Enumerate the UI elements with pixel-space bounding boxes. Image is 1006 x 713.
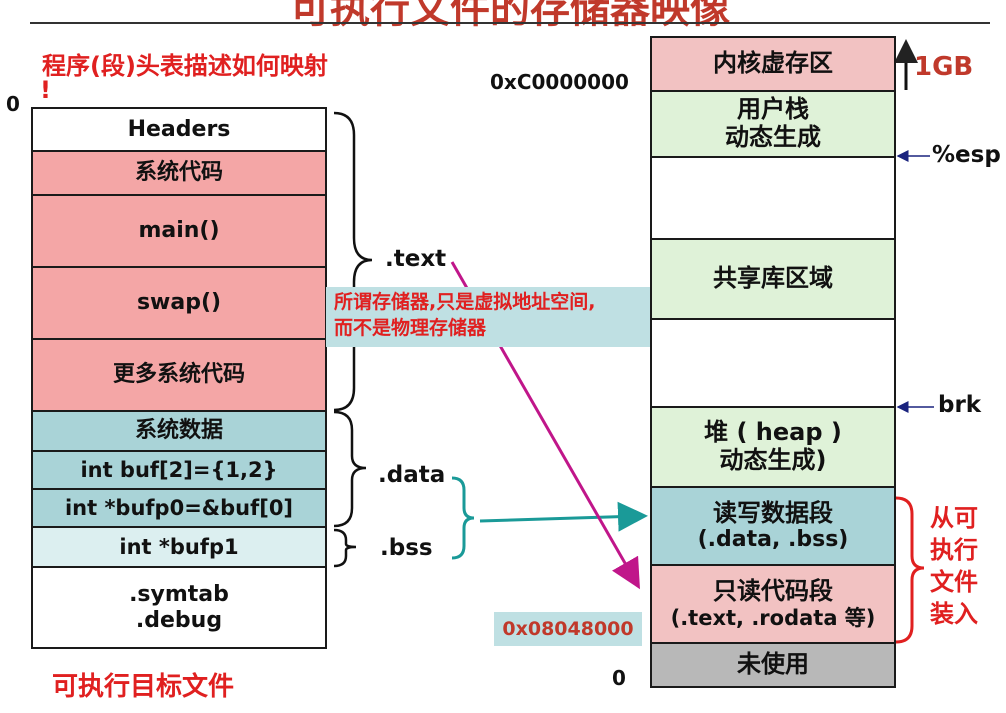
heap-gap: [650, 318, 896, 408]
heap-dynamic: 动态生成): [719, 446, 827, 474]
teal-brace: [451, 476, 475, 560]
text-label: .text: [385, 246, 447, 272]
exclaim-mark: !: [40, 76, 51, 104]
rw-segment-sections: (.data, .bss): [697, 527, 849, 553]
program-header-caption: 程序(段)头表描述如何映射: [42, 52, 328, 80]
zero-address-right: 0: [612, 666, 626, 690]
ro-segment-label: 只读代码段: [713, 577, 833, 606]
ro-code-segment: 只读代码段 (.text, .rodata 等): [650, 564, 896, 644]
esp-marker: %esp: [932, 142, 1001, 168]
executable-file-caption: 可执行目标文件: [52, 672, 235, 702]
heap-label: 堆 ( heap ): [704, 418, 842, 447]
data-label: .data: [378, 462, 446, 488]
ro-segment-sections: (.text, .rodata 等): [670, 605, 876, 630]
symtab-debug-section: .symtab .debug: [31, 566, 327, 649]
note-line-1: 所谓存储器,只是虚拟地址空间,: [334, 291, 596, 313]
bufp0-declaration-section: int *bufp0=&buf[0]: [31, 488, 327, 528]
main-function-section: main(): [31, 194, 327, 268]
system-data-section: 系统数据: [31, 410, 327, 452]
system-code-section: 系统代码: [31, 150, 327, 196]
teal-arrow: [479, 501, 648, 532]
user-stack-dynamic: 动态生成: [725, 123, 821, 151]
load-note-line-2: 执行: [930, 536, 978, 564]
zero-address-left: 0: [6, 92, 20, 116]
brk-marker: brk: [938, 392, 982, 418]
load-bracket: [895, 496, 925, 644]
title-divider: [30, 22, 990, 24]
note-line-2: 而不是物理存储器: [334, 317, 487, 339]
page-title: 可执行文件的存储器映像: [290, 0, 730, 32]
symtab-label: .symtab: [129, 582, 229, 608]
load-note-line-3: 文件: [930, 568, 978, 596]
load-from-executable-note: 从可 执行 文件 装入: [930, 502, 978, 630]
load-note-line-1: 从可: [930, 504, 978, 532]
more-system-code-section: 更多系统代码: [31, 338, 327, 412]
kernel-base-address: 0xC0000000: [490, 70, 629, 94]
headers-section: Headers: [31, 107, 327, 152]
bss-brace: [333, 528, 357, 568]
virtual-memory-note: 所谓存储器,只是虚拟地址空间, 而不是物理存储器: [326, 287, 684, 347]
text-base-address: 0x08048000: [494, 612, 642, 646]
data-brace: [333, 410, 367, 528]
user-stack-region: 用户栈 动态生成: [650, 90, 896, 158]
stack-gap: [650, 156, 896, 240]
shared-library-region: 共享库区域: [650, 238, 896, 320]
bss-label: .bss: [380, 535, 433, 561]
rw-segment-label: 读写数据段: [713, 498, 833, 527]
kernel-region: 内核虚存区: [650, 36, 896, 92]
user-stack-label: 用户栈: [737, 95, 809, 124]
gb-marker: 1GB: [914, 52, 974, 82]
unused-region: 未使用: [650, 642, 896, 688]
rw-data-segment: 读写数据段 (.data, .bss): [650, 486, 896, 566]
heap-region: 堆 ( heap ) 动态生成): [650, 406, 896, 488]
bufp1-declaration-section: int *bufp1: [31, 526, 327, 568]
swap-function-section: swap(): [31, 266, 327, 340]
debug-label: .debug: [135, 607, 223, 633]
text-brace: [333, 111, 373, 412]
load-note-line-4: 装入: [930, 600, 978, 628]
